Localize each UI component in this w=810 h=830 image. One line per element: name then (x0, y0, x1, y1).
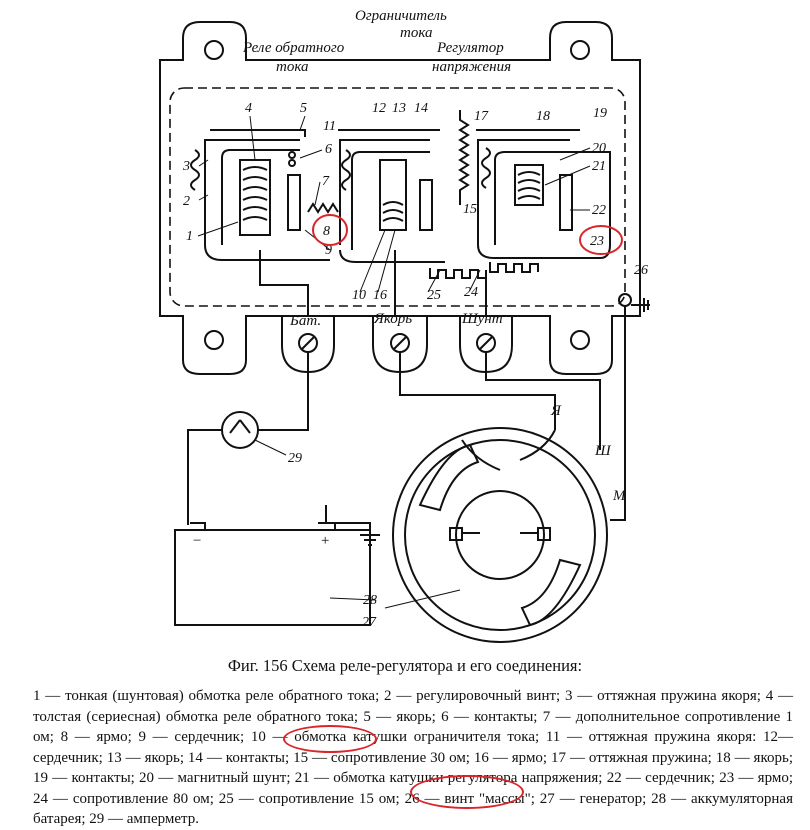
num-11: 11 (323, 119, 336, 134)
legend-text: 1 — тонкая (шунтовая) обмотка реле обрат… (33, 686, 793, 830)
highlight-8 (312, 214, 348, 246)
num-28: 28 (363, 593, 377, 608)
num-23: 23 (590, 234, 604, 249)
num-21: 21 (592, 159, 606, 174)
num-29: 29 (288, 451, 302, 466)
figure-caption: Фиг. 156 Схема реле-регулятора и его сое… (227, 656, 583, 675)
num-4: 4 (245, 101, 252, 116)
num-3: 3 (182, 159, 190, 174)
gen-terminal-sh: Ш (594, 443, 612, 459)
relay-regulator-diagram: Ограничитель тока Реле обратного тока Ре… (159, 8, 650, 643)
num-5: 5 (300, 101, 307, 116)
legend-part-1: 1 — тонкая (шунтовая) обмотка реле обрат… (33, 688, 793, 745)
num-14: 14 (414, 101, 428, 116)
gen-terminal-ya: Я (550, 403, 562, 419)
num-20: 20 (592, 141, 606, 156)
label-voltage-regulator-2: напряжения (432, 59, 511, 75)
legend-part-2: 9 — сердечник; 10 — обмотка катушки огра… (33, 729, 794, 786)
num-15: 15 (463, 202, 477, 217)
num-1: 1 (186, 229, 193, 244)
num-18: 18 (536, 109, 550, 124)
num-16: 16 (373, 288, 387, 303)
terminal-label-bat: Бат. (289, 313, 321, 329)
num-26: 26 (634, 263, 648, 278)
legend-yoke-8: 8 — ярмо; (60, 729, 132, 745)
num-8: 8 (323, 224, 330, 239)
num-25: 25 (427, 288, 441, 303)
num-6: 6 (325, 142, 332, 157)
battery-minus: − (192, 533, 202, 549)
label-reverse-relay-2: тока (276, 59, 308, 75)
legend-yoke-23: 23 — ярмо; (719, 770, 793, 786)
num-17: 17 (474, 109, 489, 124)
num-10: 10 (352, 288, 366, 303)
label-current-limiter-1: Ограничитель (355, 8, 447, 24)
battery-plus: + (320, 533, 330, 549)
label-current-limiter-2: тока (400, 25, 432, 41)
legend-part-3: 24 — сопротивление 80 ом; 25 — сопротивл… (33, 790, 793, 828)
terminal-label-shunt: Шунт (461, 311, 503, 327)
num-13: 13 (392, 101, 406, 116)
terminal-label-armature: Якорь (373, 311, 412, 327)
label-reverse-relay-1: Реле обратного (242, 40, 345, 56)
num-7: 7 (322, 174, 330, 189)
highlight-23 (579, 225, 623, 255)
num-12: 12 (372, 101, 386, 116)
num-27: 27 (362, 615, 377, 630)
gen-terminal-m: М (612, 488, 627, 504)
label-voltage-regulator-1: Регулятор (436, 40, 504, 56)
num-22: 22 (592, 203, 606, 218)
num-9: 9 (325, 243, 332, 258)
num-19: 19 (593, 106, 607, 121)
num-2: 2 (183, 194, 190, 209)
num-24: 24 (464, 285, 478, 300)
